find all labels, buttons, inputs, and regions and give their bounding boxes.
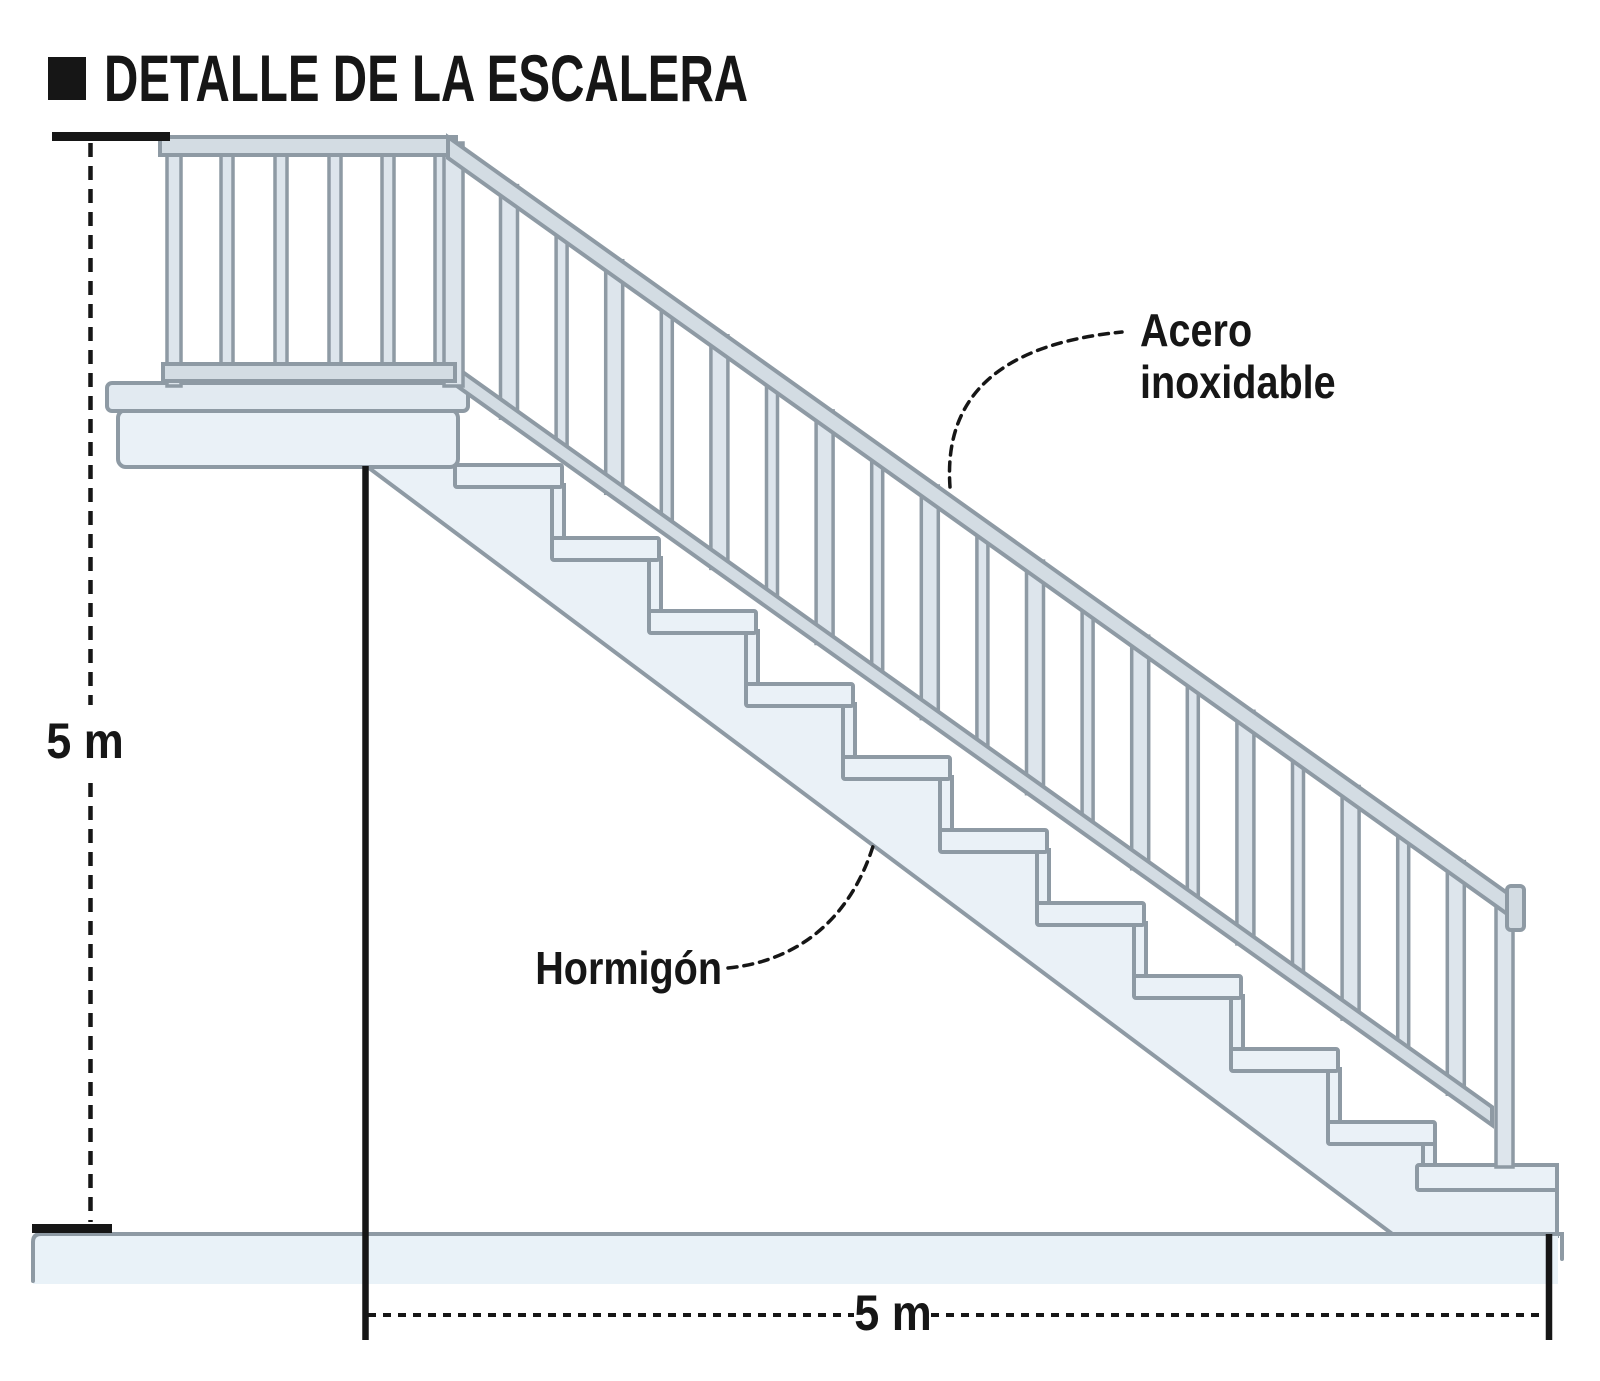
railing-end-post	[1494, 890, 1515, 1169]
railing-baluster	[659, 296, 675, 533]
railing-baluster	[219, 150, 235, 384]
step-riser	[1229, 994, 1245, 1054]
landing-slab	[116, 408, 460, 469]
railing-baluster	[554, 221, 569, 458]
step-riser	[550, 483, 566, 543]
railing-baluster	[764, 371, 780, 608]
step-riser	[841, 702, 857, 762]
railing-baluster	[919, 484, 941, 721]
railing-baluster	[869, 446, 885, 683]
steel-label-line1: Acero	[1140, 305, 1252, 356]
handrail-end-cap	[1505, 884, 1526, 932]
railing-baluster	[975, 521, 990, 758]
railing-baluster	[709, 334, 730, 571]
concrete-label: Hormigón	[535, 943, 722, 994]
step-tread	[1229, 1047, 1340, 1073]
step-tread	[938, 828, 1049, 854]
step-tread	[744, 682, 855, 708]
ground-slab-fill	[33, 1234, 1558, 1284]
step-riser	[647, 556, 663, 616]
step-tread	[1035, 901, 1146, 927]
concrete-leader-line	[726, 841, 876, 970]
step-tread	[550, 536, 661, 562]
step-tread	[1326, 1120, 1437, 1146]
railing-baluster	[1340, 784, 1361, 1021]
step-riser	[938, 775, 954, 835]
step-riser	[1326, 1067, 1342, 1127]
steel-railing	[158, 133, 1526, 1169]
step-treads	[453, 463, 1559, 1192]
material-callouts: Acero inoxidable Hormigón	[535, 305, 1335, 994]
step-riser	[1132, 921, 1148, 981]
railing-lower-rail	[448, 359, 1494, 1129]
railing-baluster	[380, 150, 396, 384]
step-tread	[647, 609, 758, 635]
step-tread	[1132, 974, 1243, 1000]
platform-balusters	[219, 150, 449, 384]
title-block: DETALLE DE LA ESCALERA	[48, 42, 748, 116]
dimension-annotations: 5 m 5 m	[32, 132, 1553, 1342]
bottom-datum-tick	[32, 1224, 112, 1233]
railing-baluster	[1129, 634, 1151, 871]
railing-baluster	[1024, 559, 1046, 796]
platform-handrail	[158, 135, 458, 157]
ground-slab-edge	[31, 1232, 1564, 1283]
top-datum-tick	[52, 132, 170, 141]
railing-baluster	[498, 183, 520, 420]
sloped-handrail	[446, 133, 1519, 925]
ground-slab	[31, 1232, 1564, 1284]
step-riser	[744, 629, 760, 689]
step-tread	[1415, 1163, 1559, 1192]
railing-baluster	[327, 150, 343, 384]
page-title: DETALLE DE LA ESCALERA	[104, 42, 748, 115]
step-tread	[841, 755, 952, 781]
railing-baluster	[603, 258, 625, 496]
upper-landing	[105, 381, 470, 469]
railing-baluster	[1290, 747, 1306, 984]
concrete-staircase	[358, 463, 1559, 1238]
landing-top-plate	[105, 381, 470, 413]
railing-baluster	[273, 150, 289, 384]
steel-label-line2: inoxidable	[1140, 357, 1336, 408]
step-tread	[453, 463, 564, 489]
railing-baluster	[1395, 822, 1411, 1059]
railing-baluster	[1185, 672, 1201, 909]
railing-corner-post	[442, 141, 465, 388]
railing-baluster	[1235, 709, 1256, 946]
railing-baluster	[814, 409, 835, 646]
title-bullet-square	[48, 57, 86, 100]
railing-baluster	[1080, 596, 1095, 834]
height-dimension-label: 5 m	[46, 714, 124, 770]
steel-leader-line	[947, 330, 1124, 489]
platform-bottom-rail	[161, 362, 457, 383]
step-riser	[1035, 848, 1051, 908]
width-dimension-label: 5 m	[854, 1286, 932, 1342]
railing-baluster	[1445, 859, 1467, 1096]
railing-left-post	[165, 138, 183, 388]
